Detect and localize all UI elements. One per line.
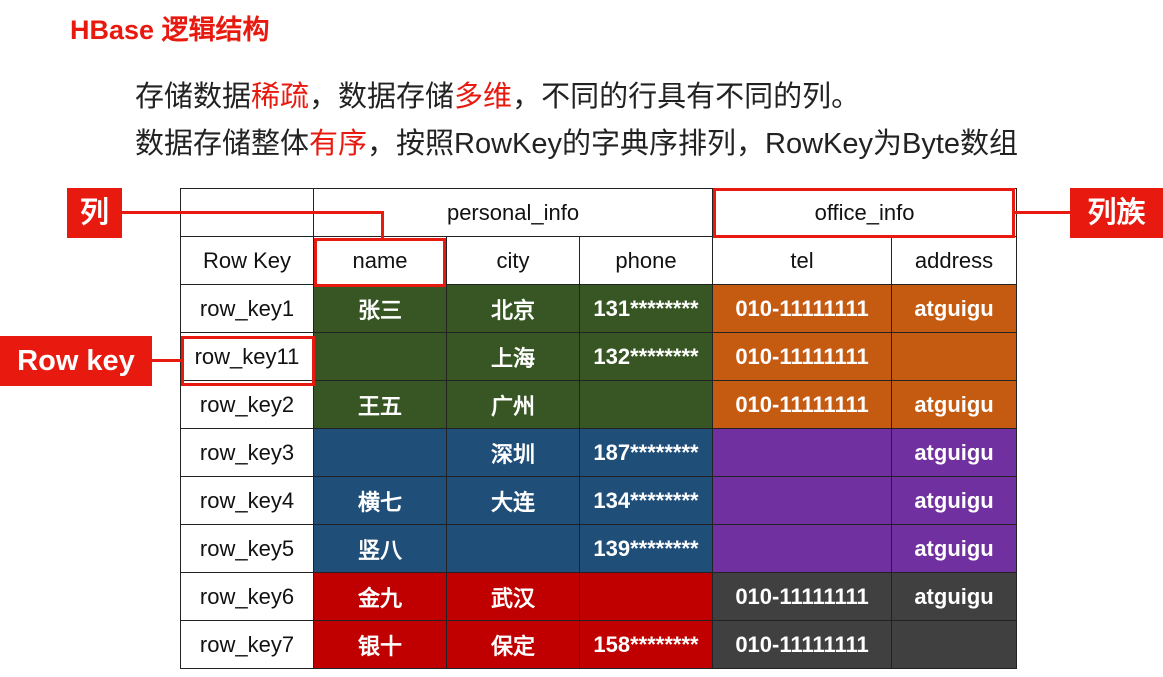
- table-cell: [712, 524, 893, 573]
- table-cell: 上海: [446, 332, 580, 381]
- table-cell: [712, 476, 893, 525]
- table-cell: 银十: [313, 620, 447, 669]
- table-cell: 北京: [446, 284, 580, 333]
- column-header-cell: tel: [712, 236, 893, 285]
- row-key-cell: row_key4: [180, 476, 314, 525]
- line1-highlight-multidim: 多维: [454, 81, 513, 113]
- column-family-highlight-box: [713, 188, 1015, 238]
- table-cell: 广州: [446, 380, 580, 429]
- column-connector: [381, 211, 384, 239]
- table-cell: [313, 332, 447, 381]
- table-cell: atguigu: [891, 380, 1018, 429]
- row-key-cell: row_key5: [180, 524, 314, 573]
- row-key-highlight-box: [181, 336, 315, 386]
- table-cell: [578, 380, 714, 429]
- table-cell: atguigu: [891, 428, 1018, 477]
- row-key-label: Row key: [0, 336, 152, 386]
- table-cell: 158********: [578, 620, 714, 669]
- table-cell: 010-11111111: [712, 284, 893, 333]
- table-cell: 010-11111111: [712, 332, 893, 381]
- line1-highlight-sparse: 稀疏: [251, 81, 310, 113]
- row-key-cell: row_key3: [180, 428, 314, 477]
- table-cell: 187********: [578, 428, 714, 477]
- column-header-cell: Row Key: [180, 236, 314, 285]
- line2-seg: 数据存储整体: [135, 128, 310, 160]
- line1-seg: 存储数据: [135, 81, 252, 113]
- line2-highlight-ordered: 有序: [309, 128, 368, 160]
- page-title: HBase 逻辑结构: [70, 15, 270, 45]
- description-line-2: 数据存储整体有序，按照RowKey的字典序排列，RowKey为Byte数组: [135, 120, 1018, 162]
- column-family-label: 列族: [1070, 188, 1163, 238]
- column-header-cell: address: [891, 236, 1018, 285]
- table-cell: [313, 428, 447, 477]
- line1-seg: ，数据存储: [309, 81, 455, 113]
- table-cell: 010-11111111: [712, 572, 893, 621]
- table-cell: 张三: [313, 284, 447, 333]
- table-cell: atguigu: [891, 572, 1018, 621]
- table-cell: [446, 524, 580, 573]
- table-cell: 王五: [313, 380, 447, 429]
- description-line-1: 存储数据稀疏，数据存储多维，不同的行具有不同的列。: [135, 73, 860, 115]
- row-key-cell: row_key2: [180, 380, 314, 429]
- table-cell: atguigu: [891, 476, 1018, 525]
- table-cell: 竖八: [313, 524, 447, 573]
- table-cell: 131********: [578, 284, 714, 333]
- table-cell: 139********: [578, 524, 714, 573]
- table-cell: 010-11111111: [712, 620, 893, 669]
- column-header-cell: phone: [578, 236, 714, 285]
- column-connector: [122, 211, 384, 214]
- table-cell: 保定: [446, 620, 580, 669]
- table-cell: 武汉: [446, 572, 580, 621]
- column-label: 列: [67, 188, 122, 238]
- row-key-cell: row_key6: [180, 572, 314, 621]
- column-header-cell: name: [313, 236, 447, 285]
- table-cell: [578, 572, 714, 621]
- table-cell: 金九: [313, 572, 447, 621]
- table-cell: [891, 332, 1018, 381]
- column-header-cell: city: [446, 236, 580, 285]
- table-cell: 010-11111111: [712, 380, 893, 429]
- table-cell: 132********: [578, 332, 714, 381]
- row-key-cell: row_key7: [180, 620, 314, 669]
- table-cell: 134********: [578, 476, 714, 525]
- table-cell: [712, 428, 893, 477]
- column-family-connector: [1015, 211, 1070, 214]
- column-highlight-box: [314, 238, 446, 287]
- row-key-cell: row_key1: [180, 284, 314, 333]
- table-cell: 大连: [446, 476, 580, 525]
- table-cell: atguigu: [891, 524, 1018, 573]
- table-cell: 深圳: [446, 428, 580, 477]
- line1-seg: ，不同的行具有不同的列。: [512, 81, 861, 113]
- table-cell: atguigu: [891, 284, 1018, 333]
- table-cell: [891, 620, 1018, 669]
- line2-seg: ，按照RowKey的字典序排列，RowKey为Byte数组: [367, 128, 1019, 160]
- row-key-connector: [152, 359, 182, 362]
- row-key-cell: row_key11: [180, 332, 314, 381]
- table-cell: 横七: [313, 476, 447, 525]
